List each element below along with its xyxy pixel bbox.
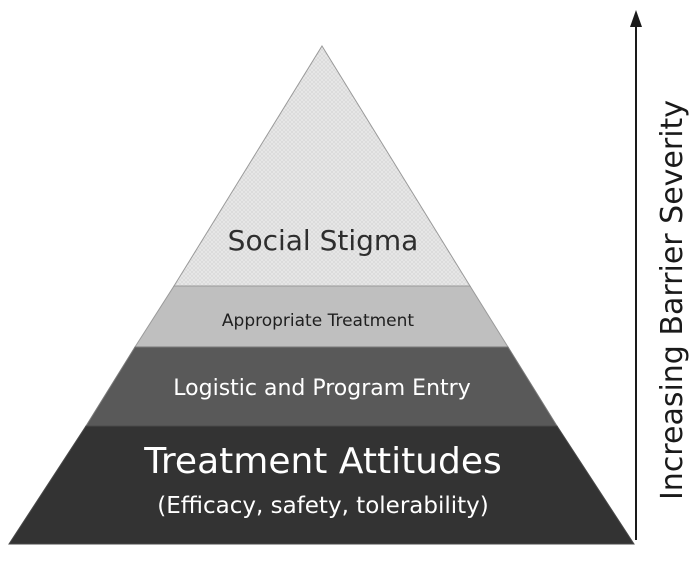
tier-logistic-program-entry-label: Logistic and Program Entry: [173, 376, 470, 401]
severity-arrow-head: [630, 10, 642, 27]
tier-treatment-attitudes: [8, 425, 635, 545]
tier-treatment-attitudes-sublabel: (Efficacy, safety, tolerability): [157, 493, 489, 519]
tier-social-stigma-label: Social Stigma: [228, 224, 419, 257]
tier-appropriate-treatment-label: Appropriate Treatment: [222, 311, 415, 331]
tier-treatment-attitudes-label: Treatment Attitudes: [143, 441, 502, 482]
severity-axis-label: Increasing Barrier Severity: [655, 100, 690, 500]
